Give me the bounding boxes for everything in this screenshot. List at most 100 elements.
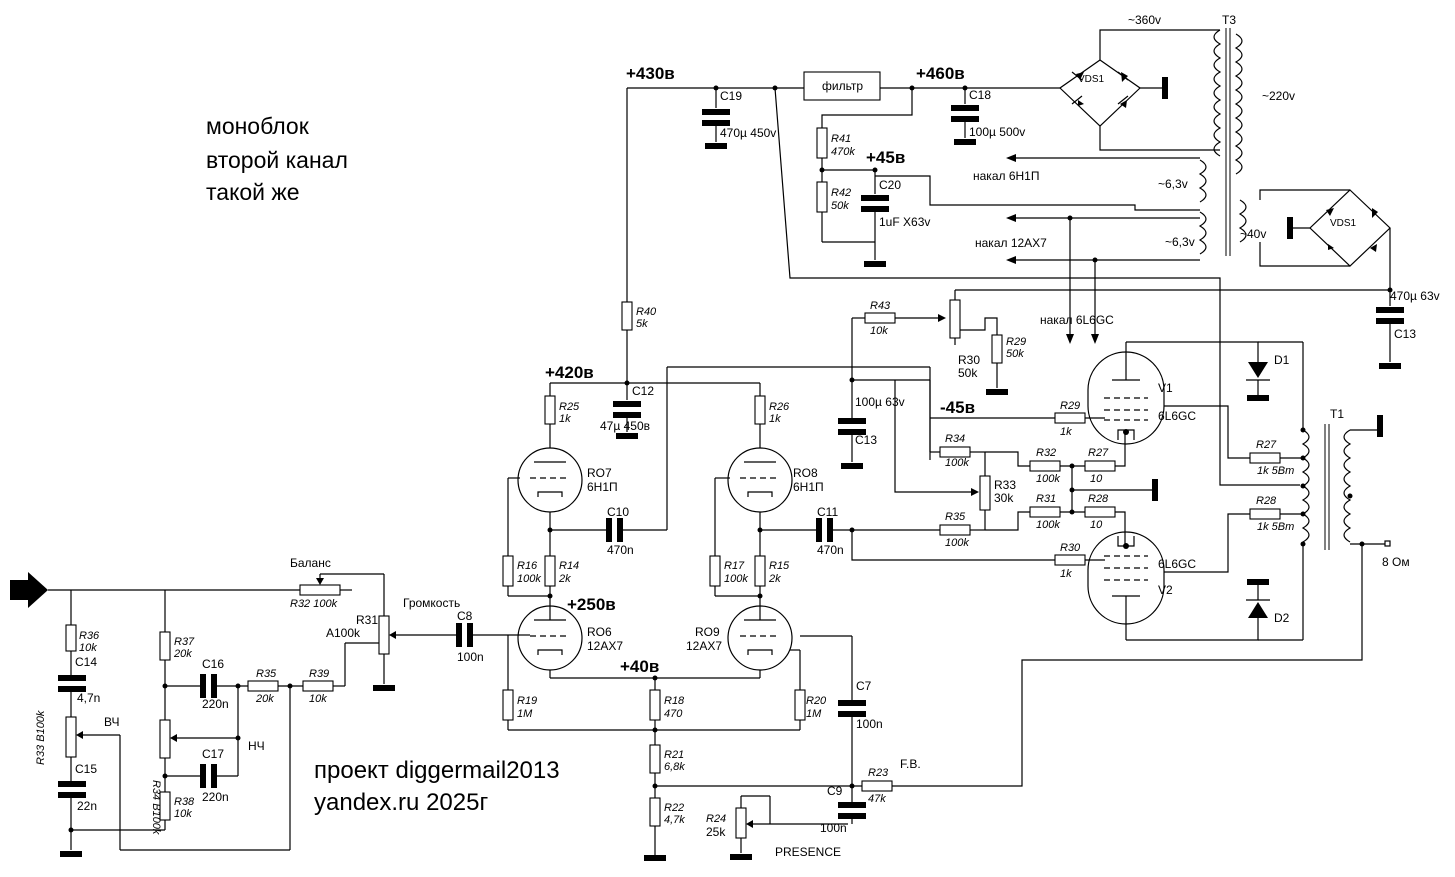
resistor-R25: [544, 395, 556, 425]
label-hf: ВЧ: [104, 715, 119, 729]
label-R25: R25: [559, 401, 580, 413]
label-C16: C16: [202, 657, 224, 671]
label-C13-bias-cap: C13: [855, 433, 877, 447]
label-R43: R43: [870, 300, 891, 312]
label-R30-bias: R30: [958, 353, 980, 367]
value-R14: 2k: [558, 573, 571, 585]
label-C15: C15: [75, 762, 97, 776]
resistor-R40: [621, 301, 633, 331]
label-R32-balance: R32 100k: [290, 598, 338, 610]
label-C17: C17: [202, 747, 224, 761]
value-R33-bias: 30k: [994, 491, 1014, 505]
value-R43: 10k: [870, 325, 888, 337]
potentiometer-R32-balance: [299, 584, 341, 596]
value-R18: 470: [664, 708, 683, 720]
label-R18: R18: [664, 695, 685, 707]
resistor-R21: [649, 744, 661, 774]
label-presence: PRESENCE: [775, 845, 841, 859]
label-VDS1-bias: VDS1: [1330, 218, 1357, 229]
label-R27-screen: R27: [1088, 447, 1109, 459]
value-R30-bias: 50k: [958, 366, 978, 380]
value-C8: 100n: [457, 650, 484, 664]
value-R35-tone: 20k: [255, 693, 274, 705]
label-D1: D1: [1274, 353, 1290, 367]
tube-RO8: [727, 447, 793, 513]
value-R26: 1k: [769, 413, 781, 425]
label-R34-pot: R34 B100k: [150, 780, 162, 835]
value-R37: 20k: [173, 648, 192, 660]
value-R36: 10k: [79, 642, 97, 654]
label-volume: Громкость: [403, 596, 460, 610]
label-C18: C18: [969, 88, 991, 102]
value-R27-screen: 10: [1090, 473, 1103, 485]
value-C13-bias: 470µ 63v: [1390, 289, 1440, 303]
label-R23: R23: [868, 767, 889, 779]
value-R38: 10k: [174, 808, 192, 820]
credit-line-1: проект diggermail2013: [314, 757, 560, 784]
bias-network: R43 10k R30 50k R29 50k 100µ 63v C13 -45…: [838, 290, 1158, 580]
resistor-R29-bias: [991, 334, 1003, 364]
label-R22: R22: [664, 802, 684, 814]
resistor-R17: [709, 555, 721, 587]
resistor-R29: [1054, 412, 1086, 424]
label-VDS1-top: VDS1: [1078, 74, 1105, 85]
label-R35-bias: R35: [945, 511, 966, 523]
label-ac63b: ~6,3v: [1165, 235, 1195, 249]
label-R41: R41: [831, 133, 851, 145]
transformer-T1: T1 8 Ом: [1300, 407, 1410, 569]
value-R31-volume: A100k: [326, 626, 361, 640]
value-R29: 1k: [1060, 426, 1072, 438]
label-C9: C9: [827, 784, 843, 798]
potentiometer-R33-bias: [979, 475, 991, 511]
label-R37: R37: [174, 636, 195, 648]
rail-430: +430в: [626, 64, 675, 83]
label-fb: F.B.: [900, 757, 921, 771]
value-C17: 220n: [202, 790, 229, 804]
resistor-R27-screen: [1084, 460, 1116, 472]
value-C19: 470µ 450v: [720, 126, 776, 140]
label-R28-screen: R28: [1088, 493, 1109, 505]
value-R30-grid: 1k: [1060, 568, 1072, 580]
label-R35-tone: R35: [256, 668, 277, 680]
resistor-R28-5w: [1249, 508, 1281, 520]
diode-D2: [1248, 602, 1268, 618]
label-R36: R36: [79, 630, 100, 642]
bridge-VDS1-top: VDS1 ~360v: [1059, 13, 1220, 151]
value-R23: 47k: [868, 793, 886, 805]
resistor-R19: [502, 689, 514, 721]
type-RO6: 12AX7: [587, 639, 623, 653]
value-C12: 47µ 450в: [600, 419, 650, 433]
resistor-R16: [502, 555, 514, 587]
type-RO7: 6Н1П: [587, 480, 618, 494]
label-R33-bias: R33: [994, 478, 1016, 492]
label-R17: R17: [724, 560, 745, 572]
bridge-VDS1-bias: ~40v VDS1 470µ 63v C13: [955, 189, 1440, 369]
value-C9: 100n: [820, 821, 847, 835]
resistor-R38: [159, 791, 171, 821]
potentiometer-R30-bias: [949, 299, 961, 339]
value-R28-5w: 1k 5Вт: [1257, 521, 1294, 533]
resistor-R35-bias: [939, 524, 971, 536]
label-R28-5w: R28: [1256, 495, 1277, 507]
label-C19: C19: [720, 89, 742, 103]
label-RO6: RO6: [587, 625, 612, 639]
rail-250: +250в: [567, 595, 616, 614]
credits-block: проект diggermail2013 yandex.ru 2025г: [314, 757, 560, 816]
resistor-R31-grid: [1029, 506, 1061, 518]
value-C15: 22n: [77, 799, 97, 813]
value-R22: 4,7k: [664, 814, 685, 826]
potentiometer-R33: [65, 716, 77, 758]
label-R20: R20: [806, 695, 827, 707]
label-V2: V2: [1158, 583, 1173, 597]
value-R41: 470k: [831, 146, 855, 158]
label-R15: R15: [769, 560, 790, 572]
resistor-R27-5w: [1249, 452, 1281, 464]
output-stage: V1 6L6GC 6L6GC V2 D1 D2 R27: [1087, 341, 1410, 641]
resistor-R37: [159, 631, 171, 661]
potentiometer-R34: [159, 719, 171, 759]
resistor-R20: [794, 689, 806, 721]
resistor-R43: [864, 312, 896, 324]
label-D2: D2: [1274, 611, 1290, 625]
input-stage: RO6 12AX7 +250в RO9 12AX7 R19 1M +40в R1…: [502, 544, 1363, 861]
